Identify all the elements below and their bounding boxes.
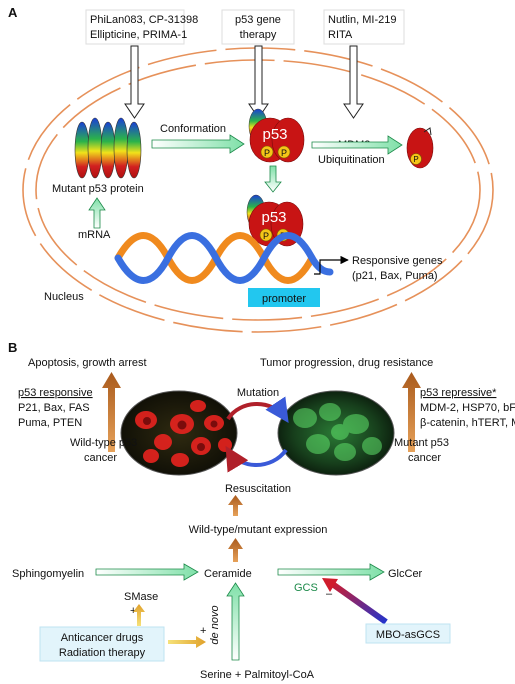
- svg-text:p53 gene: p53 gene: [235, 14, 281, 26]
- mutation-arrow: [226, 396, 289, 423]
- mutant-cancer-label: Mutant p53: [394, 437, 449, 449]
- promoter-box: [248, 288, 320, 307]
- drug-box-right: Nutlin, MI-219 RITA: [323, 9, 405, 45]
- transcription-arrow: [314, 255, 349, 275]
- gcs-inhibition-sign: –: [326, 588, 333, 600]
- drug-arrows: [124, 45, 364, 119]
- dna-helix: [114, 232, 334, 284]
- smase-activation-arrow: [133, 604, 145, 626]
- ceramide-to-expression-arrow: [228, 538, 243, 562]
- responsive-genes-label: Responsive genes: [352, 255, 443, 267]
- degradation-arrow: [311, 135, 403, 155]
- svg-text:Nutlin, MI-219: Nutlin, MI-219: [328, 14, 396, 26]
- ceramide-label: Ceramide: [204, 568, 252, 580]
- ubiquitinated-p53: P: [406, 127, 434, 169]
- svg-text:therapy: therapy: [240, 29, 277, 41]
- drug-box-mid: p53 gene therapy: [221, 9, 295, 45]
- responsive-genes-list: (p21, Bax, Puma): [352, 270, 438, 282]
- p53-label-top: p53: [262, 126, 287, 143]
- svg-text:P: P: [413, 155, 418, 164]
- panel-b-label: B: [8, 340, 17, 355]
- svg-text:PhiLan083, CP-31398: PhiLan083, CP-31398: [90, 14, 198, 26]
- mutant-cell-image: [277, 390, 395, 476]
- svg-text:P: P: [281, 148, 287, 158]
- glccer-label: GlcCer: [388, 568, 423, 580]
- p53-responsive-genes-2: Puma, PTEN: [18, 417, 82, 429]
- tumor-progression-label: Tumor progression, drug resistance: [260, 357, 433, 369]
- mutant-p53-protein: [74, 117, 142, 179]
- mbo-asgcs-box: MBO-asGCS: [365, 623, 451, 644]
- panel-a-label: A: [8, 5, 18, 20]
- expression-label: Wild-type/mutant expression: [189, 524, 328, 536]
- resuscitation-arrow: [225, 445, 288, 473]
- wild-type-cancer-label: Wild-type p53: [70, 437, 137, 449]
- de-novo-label: de novo: [209, 605, 221, 644]
- apoptosis-label: Apoptosis, growth arrest: [28, 357, 147, 369]
- wild-type-cancer-label-2: cancer: [84, 452, 117, 464]
- mbo-arrow-head: [322, 578, 338, 592]
- mutation-label: Mutation: [237, 387, 279, 399]
- mrna-label: mRNA: [78, 229, 111, 241]
- p53-repressive-title: p53 repressive*: [420, 387, 497, 399]
- drug-box-left: PhiLan083, CP-31398 Ellipticine, PRIMA-1: [85, 9, 198, 45]
- wild-type-cell-image: [120, 390, 238, 476]
- smase-label: SMase: [124, 591, 158, 603]
- de-novo-plus-sign: +: [200, 625, 206, 637]
- p53-responsive-title: p53 responsive: [18, 387, 93, 399]
- conformation-arrow: [151, 134, 245, 154]
- promoter-label: promoter: [262, 293, 306, 305]
- svg-text:Anticancer drugs: Anticancer drugs: [61, 632, 144, 644]
- svg-text:Ellipticine, PRIMA-1: Ellipticine, PRIMA-1: [90, 29, 187, 41]
- conformation-label: Conformation: [160, 123, 226, 135]
- mutant-cancer-label-2: cancer: [408, 452, 441, 464]
- anticancer-drugs-box: Anticancer drugs Radiation therapy: [39, 626, 165, 662]
- serine-palmitoyl-coa-label: Serine + Palmitoyl-CoA: [200, 669, 315, 681]
- p53-repressive-genes-1: MDM-2, HSP70, bFGF: [420, 402, 515, 414]
- ceramide-to-glccer-arrow: [277, 563, 385, 581]
- sphingomyelin-label: Sphingomyelin: [12, 568, 84, 580]
- gcs-label: GCS: [294, 582, 318, 594]
- nucleus-label: Nucleus: [44, 291, 84, 303]
- mutant-protein-label: Mutant p53 protein: [52, 183, 144, 195]
- sphingomyelin-to-ceramide-arrow: [95, 563, 199, 581]
- p53-label-bottom: p53: [261, 209, 286, 226]
- nuclear-translocation-arrow: [264, 165, 282, 193]
- mbo-inhibition-arrow: [329, 580, 388, 625]
- svg-text:MBO-asGCS: MBO-asGCS: [376, 629, 440, 641]
- p53-responsive-genes-1: P21, Bax, FAS: [18, 402, 90, 414]
- expression-to-resuscitation-arrow: [228, 495, 243, 516]
- resuscitation-label: Resuscitation: [225, 483, 291, 495]
- drugs-to-de-novo-arrow: [168, 636, 206, 648]
- smase-plus-sign: +: [130, 605, 136, 617]
- p53-repressive-genes-2: β-catenin, hTERT, MDR1: [420, 417, 515, 429]
- de-novo-synthesis-arrow: [226, 582, 245, 661]
- svg-text:Radiation therapy: Radiation therapy: [59, 647, 146, 659]
- svg-text:P: P: [263, 231, 269, 241]
- ubiquitination-label: Ubiquitination: [318, 154, 385, 166]
- mrna-arrow: [88, 197, 106, 229]
- apoptosis-arrow: [102, 372, 121, 452]
- svg-text:RITA: RITA: [328, 29, 353, 41]
- svg-text:P: P: [264, 148, 270, 158]
- tumor-arrow: [402, 372, 421, 452]
- p53-protein-top: p53 P P: [248, 108, 305, 163]
